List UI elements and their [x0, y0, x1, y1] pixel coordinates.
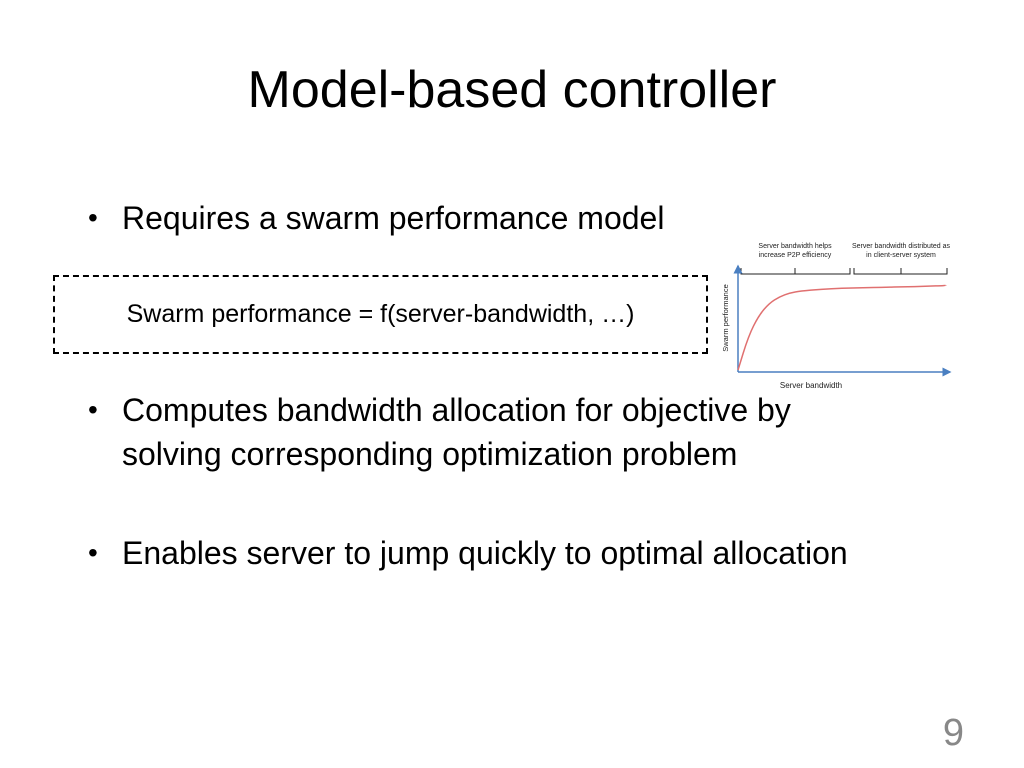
performance-chart: Server bandwidth helps increase P2P effi… — [716, 236, 956, 396]
bullet-glyph: • — [88, 537, 98, 568]
bullet-item: • Computes bandwidth allocation for obje… — [88, 388, 791, 476]
bullet-glyph: • — [88, 394, 98, 425]
annotation-bracket-left — [740, 268, 851, 275]
performance-curve — [737, 284, 947, 371]
formula-box: Swarm performance = f(server-bandwidth, … — [53, 275, 708, 354]
chart-svg: Server bandwidth helps increase P2P effi… — [721, 243, 952, 390]
bullet-item: • Requires a swarm performance model — [88, 196, 664, 240]
y-axis-label: Swarm performance — [721, 284, 730, 352]
slide-title: Model-based controller — [247, 61, 777, 119]
bullet-text-line1: Computes bandwidth allocation for object… — [122, 392, 791, 428]
bullet-text: Computes bandwidth allocation for object… — [122, 388, 791, 476]
annotation-left-line2: increase P2P efficiency — [759, 252, 832, 259]
annotation-bracket-right — [853, 268, 948, 275]
bullet-glyph: • — [88, 202, 98, 233]
bullet-text: Requires a swarm performance model — [122, 200, 665, 236]
x-axis-label: Server bandwidth — [780, 381, 842, 390]
formula-text: Swarm performance = f(server-bandwidth, … — [126, 300, 635, 328]
annotation-left-line1: Server bandwidth helps — [758, 243, 832, 250]
annotation-right-line1: Server bandwidth distributed as — [852, 243, 951, 250]
bullet-text-line2: solving corresponding optimization probl… — [122, 436, 738, 472]
bullet-text: Enables server to jump quickly to optima… — [122, 535, 848, 571]
annotation-right-line2: in client-server system — [866, 252, 936, 259]
page-number: 9 — [942, 712, 964, 754]
bullet-item: • Enables server to jump quickly to opti… — [88, 531, 848, 575]
